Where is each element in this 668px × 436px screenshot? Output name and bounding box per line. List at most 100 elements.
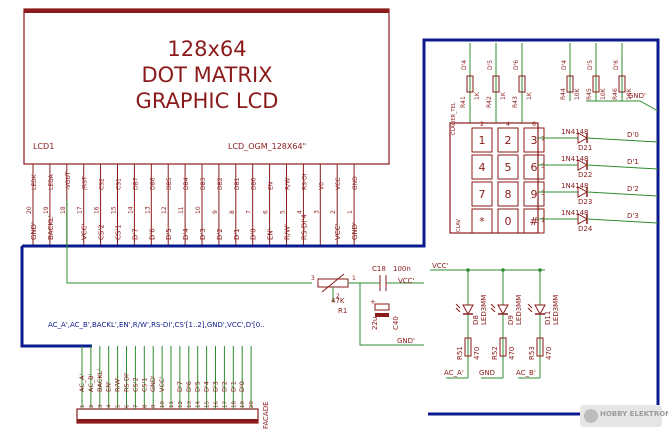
lcd-pin-name: VCC: [335, 178, 342, 190]
led-net-label: AC_A': [444, 369, 464, 377]
pullup-resistor-value: 10K: [574, 87, 581, 100]
facade-pin-net: VCC': [158, 376, 166, 392]
lcd-pin-number: 7: [246, 210, 253, 214]
led-ref: D9: [507, 315, 515, 325]
c40-wire: [359, 283, 424, 346]
lcd-pin-net-label: GND': [351, 222, 359, 240]
pullup-resistor-net: D'5: [587, 60, 594, 70]
diode-ref: D23: [578, 198, 592, 206]
keypad-key-label: 0: [505, 215, 512, 228]
pot-pin3: 3: [311, 275, 315, 282]
facade-pin-number: 9: [151, 404, 157, 408]
keypad-row-pin: 1: [541, 217, 545, 224]
led-symbol: [497, 304, 509, 316]
facade-pin-net: D'3: [212, 381, 220, 392]
led-resistor-ref: R52: [491, 346, 499, 360]
lcd-pin-net-label: GND': [30, 222, 38, 240]
c18-plates: [379, 275, 387, 291]
led-resistor-body: [499, 337, 507, 357]
keypad-resistor-value: 1K: [500, 91, 507, 100]
c18-ref: C18: [372, 265, 386, 273]
lcd-pin-number: 10: [195, 206, 202, 214]
diode-group: 1N4148D21D'01N4148D22D'11N4148D23D'21N41…: [538, 128, 659, 233]
led-ref: D8: [472, 315, 480, 325]
facade-pin-net: D'7: [176, 381, 184, 392]
facade-pin-net: AC_A': [78, 373, 86, 392]
led-junction: [538, 268, 542, 272]
lcd-pin-name: RS-DI: [301, 173, 308, 190]
lcd-pin-net-label: CS'1: [115, 224, 123, 240]
diode-body: [577, 159, 589, 171]
lcd-pin-name: CS1: [116, 178, 123, 190]
lcd-pin-net-label: D'5: [165, 228, 173, 240]
diode-body: [577, 213, 589, 225]
led-junction: [466, 268, 470, 272]
lcd-title-line3: GRAPHIC LCD: [136, 89, 279, 113]
bus-label: AC_A',AC_B',BACKL',EN',R/W',RS-DI',CS'[1…: [48, 321, 265, 329]
lcd-pin-name: /RST: [82, 176, 89, 190]
facade-bottom-edge: [77, 419, 258, 423]
pullup-resistor-value: 10K: [626, 87, 633, 100]
keypad-resistor-ref: R42: [486, 96, 493, 108]
lcd-pin-number: 8: [229, 210, 236, 214]
facade-pin-number: 19: [240, 401, 246, 408]
led-resistor-ref: R53: [528, 346, 536, 360]
keypad-key: [523, 208, 545, 234]
keypad-key-label: 4: [479, 161, 486, 174]
diode-wire-right: [586, 218, 659, 224]
keypad-key-label: 6: [531, 161, 538, 174]
pullup-resistor-ref: R44: [560, 88, 567, 100]
c18-value: 100n: [393, 265, 411, 273]
facade-pin-number: 13: [187, 401, 193, 408]
keypad-resistor-net: D'6: [513, 60, 520, 70]
facade-pin-net: D'5: [194, 381, 202, 392]
keypad-key: [497, 208, 519, 234]
lcd-pin-net-label: D'1: [233, 228, 241, 240]
facade-pin-number: 11: [169, 401, 175, 408]
lcd-pin-number: 15: [111, 206, 118, 214]
lcd-pin-number: 16: [94, 206, 101, 214]
keypad-resistor-body: [518, 75, 526, 93]
pullup-resistor-net: D'6: [613, 60, 620, 70]
lcd-module: 128x64 DOT MATRIX GRAPHIC LCD LCD1 LCD_O…: [23, 8, 390, 246]
keypad-row-pin: 3: [541, 190, 545, 197]
facade-pin-number: 14: [196, 401, 202, 408]
facade-pin-net: BACKL': [96, 369, 104, 392]
lcd-pin-number: 4: [296, 210, 303, 214]
facade-pin-net: D'6: [185, 381, 193, 392]
keypad-key-label: #: [529, 215, 538, 228]
led-ref: D11: [544, 311, 552, 325]
lcd-pin-name: DB7: [132, 177, 139, 190]
lcd-top-edge: [24, 9, 389, 13]
lcd-pin-name: -VOUT: [65, 171, 72, 190]
pot-ref: R1: [338, 307, 347, 315]
capacitor-c18: C18 100n: [372, 265, 424, 291]
facade-pin-number: 17: [222, 401, 228, 408]
keypad-resistor-body: [466, 75, 474, 93]
lcd-pin-net-label: D'0: [250, 228, 258, 240]
lcd-pin-number: 11: [178, 206, 185, 214]
keypad-resistor-body: [492, 75, 500, 93]
c40-plate: [375, 313, 389, 317]
pot-arrow: [321, 273, 345, 293]
keypad-resistor-ref: R41: [460, 96, 467, 108]
lcd-pin-net-label: D'3: [199, 228, 207, 240]
facade-connector: FACADE 1AC_A'2AC_B'3BACKL'4EN'5R/W'6RS-D…: [76, 346, 270, 429]
diode-wire-right: [586, 164, 659, 170]
hobby-elektronika-logo: HOBBY ELEKTRONIKA: [580, 405, 668, 427]
led-light-arrows: [490, 303, 496, 313]
led-resistor-body: [464, 337, 472, 357]
keypad-resistor-net: D'4: [461, 60, 468, 70]
pullup-resistor-ref: R45: [586, 88, 593, 100]
facade-pin-net: D'2: [220, 381, 228, 392]
led-value: LED3MM: [480, 295, 488, 325]
lcd-pin-number: 20: [26, 206, 33, 214]
diode-net: D'2: [627, 185, 639, 193]
bus-frame-left: [20, 246, 92, 348]
facade-pin-number: 4: [107, 404, 113, 408]
keypad-key: [471, 181, 493, 207]
gnd-label-pot: GND': [397, 337, 415, 345]
logo-mark: [584, 409, 598, 423]
facade-pin-net: CS'1: [140, 377, 148, 392]
